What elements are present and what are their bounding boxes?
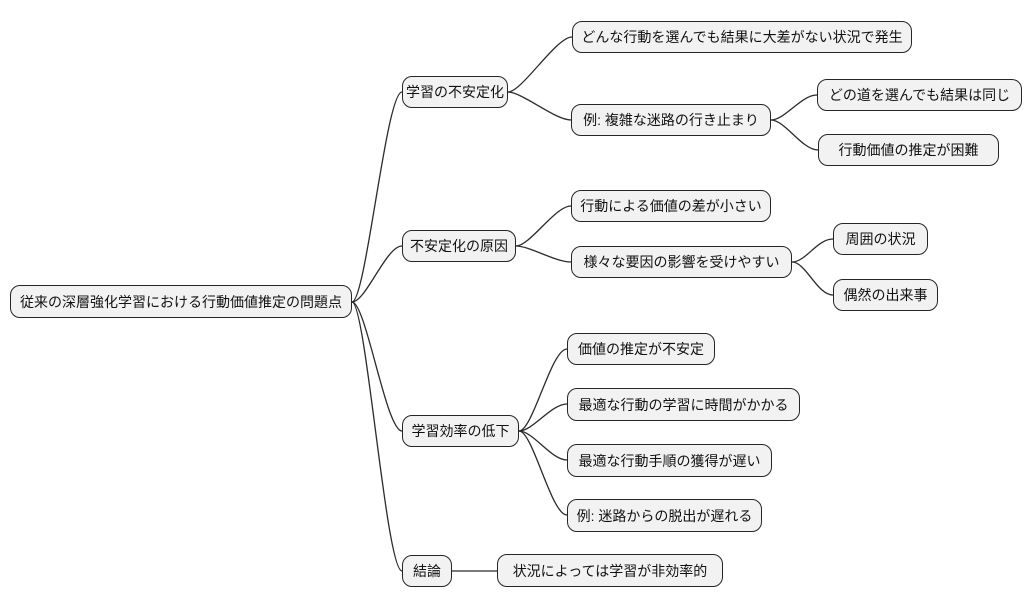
edge-root-to-conclusion (351, 301, 403, 572)
node-learning-inefficient-depending-on-situation: 状況によっては学習が非効率的 (497, 554, 723, 587)
edge-factors-to-chance-events (791, 261, 834, 296)
edge-instability-to-no-difference (507, 36, 573, 93)
branch-conclusion: 結論 (402, 555, 452, 587)
node-easily-affected-by-various-factors: 様々な要因の影響を受けやすい (571, 246, 792, 278)
node-action-value-estimation-difficult: 行動価値の推定が困難 (818, 134, 999, 166)
branch-reduced-learning-efficiency: 学習効率の低下 (402, 415, 519, 447)
root-node: 従来の深層強化学習における行動価値推定の問題点 (10, 285, 352, 318)
edge-efficiency-to-slow-escape-example (518, 430, 568, 516)
edge-efficiency-to-slow-acquisition (518, 430, 568, 461)
edge-cause-to-various-factors (515, 245, 572, 263)
edge-efficiency-to-learning-takes-time (518, 403, 568, 432)
edge-instability-to-maze-example (507, 91, 572, 121)
branch-learning-instability: 学習の不安定化 (402, 76, 508, 108)
node-small-value-difference-between-actions: 行動による価値の差が小さい (571, 190, 771, 222)
edge-root-to-reduced-learning-efficiency (351, 301, 403, 432)
edge-efficiency-to-unstable-estimation (518, 348, 568, 432)
edge-maze-example-to-estimation-difficult (770, 119, 819, 151)
edge-root-to-learning-instability (351, 91, 403, 303)
edge-factors-to-surrounding-situation (791, 238, 834, 263)
node-chance-events: 偶然の出来事 (833, 279, 938, 311)
node-no-difference-any-action: どんな行動を選んでも結果に大差がない状況で発生 (572, 21, 912, 53)
node-slow-acquisition-of-optimal-procedure: 最適な行動手順の獲得が遅い (567, 444, 772, 477)
node-any-path-same-result: どの道を選んでも結果は同じ (817, 79, 1022, 111)
branch-cause-of-instability: 不安定化の原因 (402, 230, 516, 262)
node-surrounding-situation: 周囲の状況 (833, 223, 928, 255)
edge-cause-to-small-value-difference (515, 205, 572, 247)
edge-root-to-cause-of-instability (351, 245, 403, 303)
node-unstable-value-estimation: 価値の推定が不安定 (567, 333, 715, 365)
node-example-complex-maze-dead-end: 例: 複雑な迷路の行き止まり (571, 104, 771, 136)
node-optimal-action-learning-takes-time: 最適な行動の学習に時間がかかる (567, 388, 800, 421)
edge-maze-example-to-same-result (770, 94, 818, 121)
node-example-slow-maze-escape: 例: 迷路からの脱出が遅れる (567, 499, 762, 532)
